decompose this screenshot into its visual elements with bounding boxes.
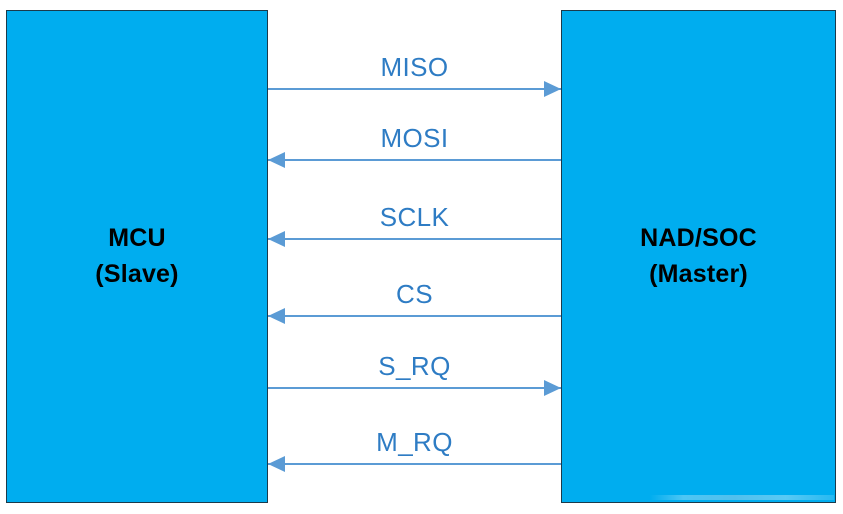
signal-line-miso [268, 88, 561, 90]
block-nad-soc-master: NAD/SOC (Master) [561, 10, 836, 503]
block-mcu-slave: MCU (Slave) [6, 10, 268, 503]
signal-line-sclk [268, 238, 561, 240]
signal-label-sclk: SCLK [379, 202, 450, 232]
arrowhead-right-icon [544, 81, 561, 97]
block-mcu-subtitle: (Slave) [95, 259, 179, 288]
arrowhead-left-icon [268, 308, 285, 324]
signal-line-mosi [268, 159, 561, 161]
signal-line-m-rq [268, 463, 561, 465]
arrowhead-left-icon [268, 456, 285, 472]
signal-line-s-rq [268, 387, 561, 389]
arrowhead-left-icon [268, 152, 285, 168]
signal-label-m-rq: M_RQ [376, 427, 453, 457]
signal-label-mosi: MOSI [380, 123, 449, 153]
arrowhead-right-icon [544, 380, 561, 396]
arrowhead-left-icon [268, 231, 285, 247]
signal-label-miso: MISO [380, 52, 449, 82]
block-nad-soc-title: NAD/SOC [640, 224, 757, 252]
block-nad-soc-subtitle: (Master) [649, 259, 748, 288]
signal-label-s-rq: S_RQ [378, 351, 451, 381]
signal-label-cs: CS [396, 279, 433, 309]
block-mcu-title: MCU [108, 224, 166, 252]
signal-line-cs [268, 315, 561, 317]
